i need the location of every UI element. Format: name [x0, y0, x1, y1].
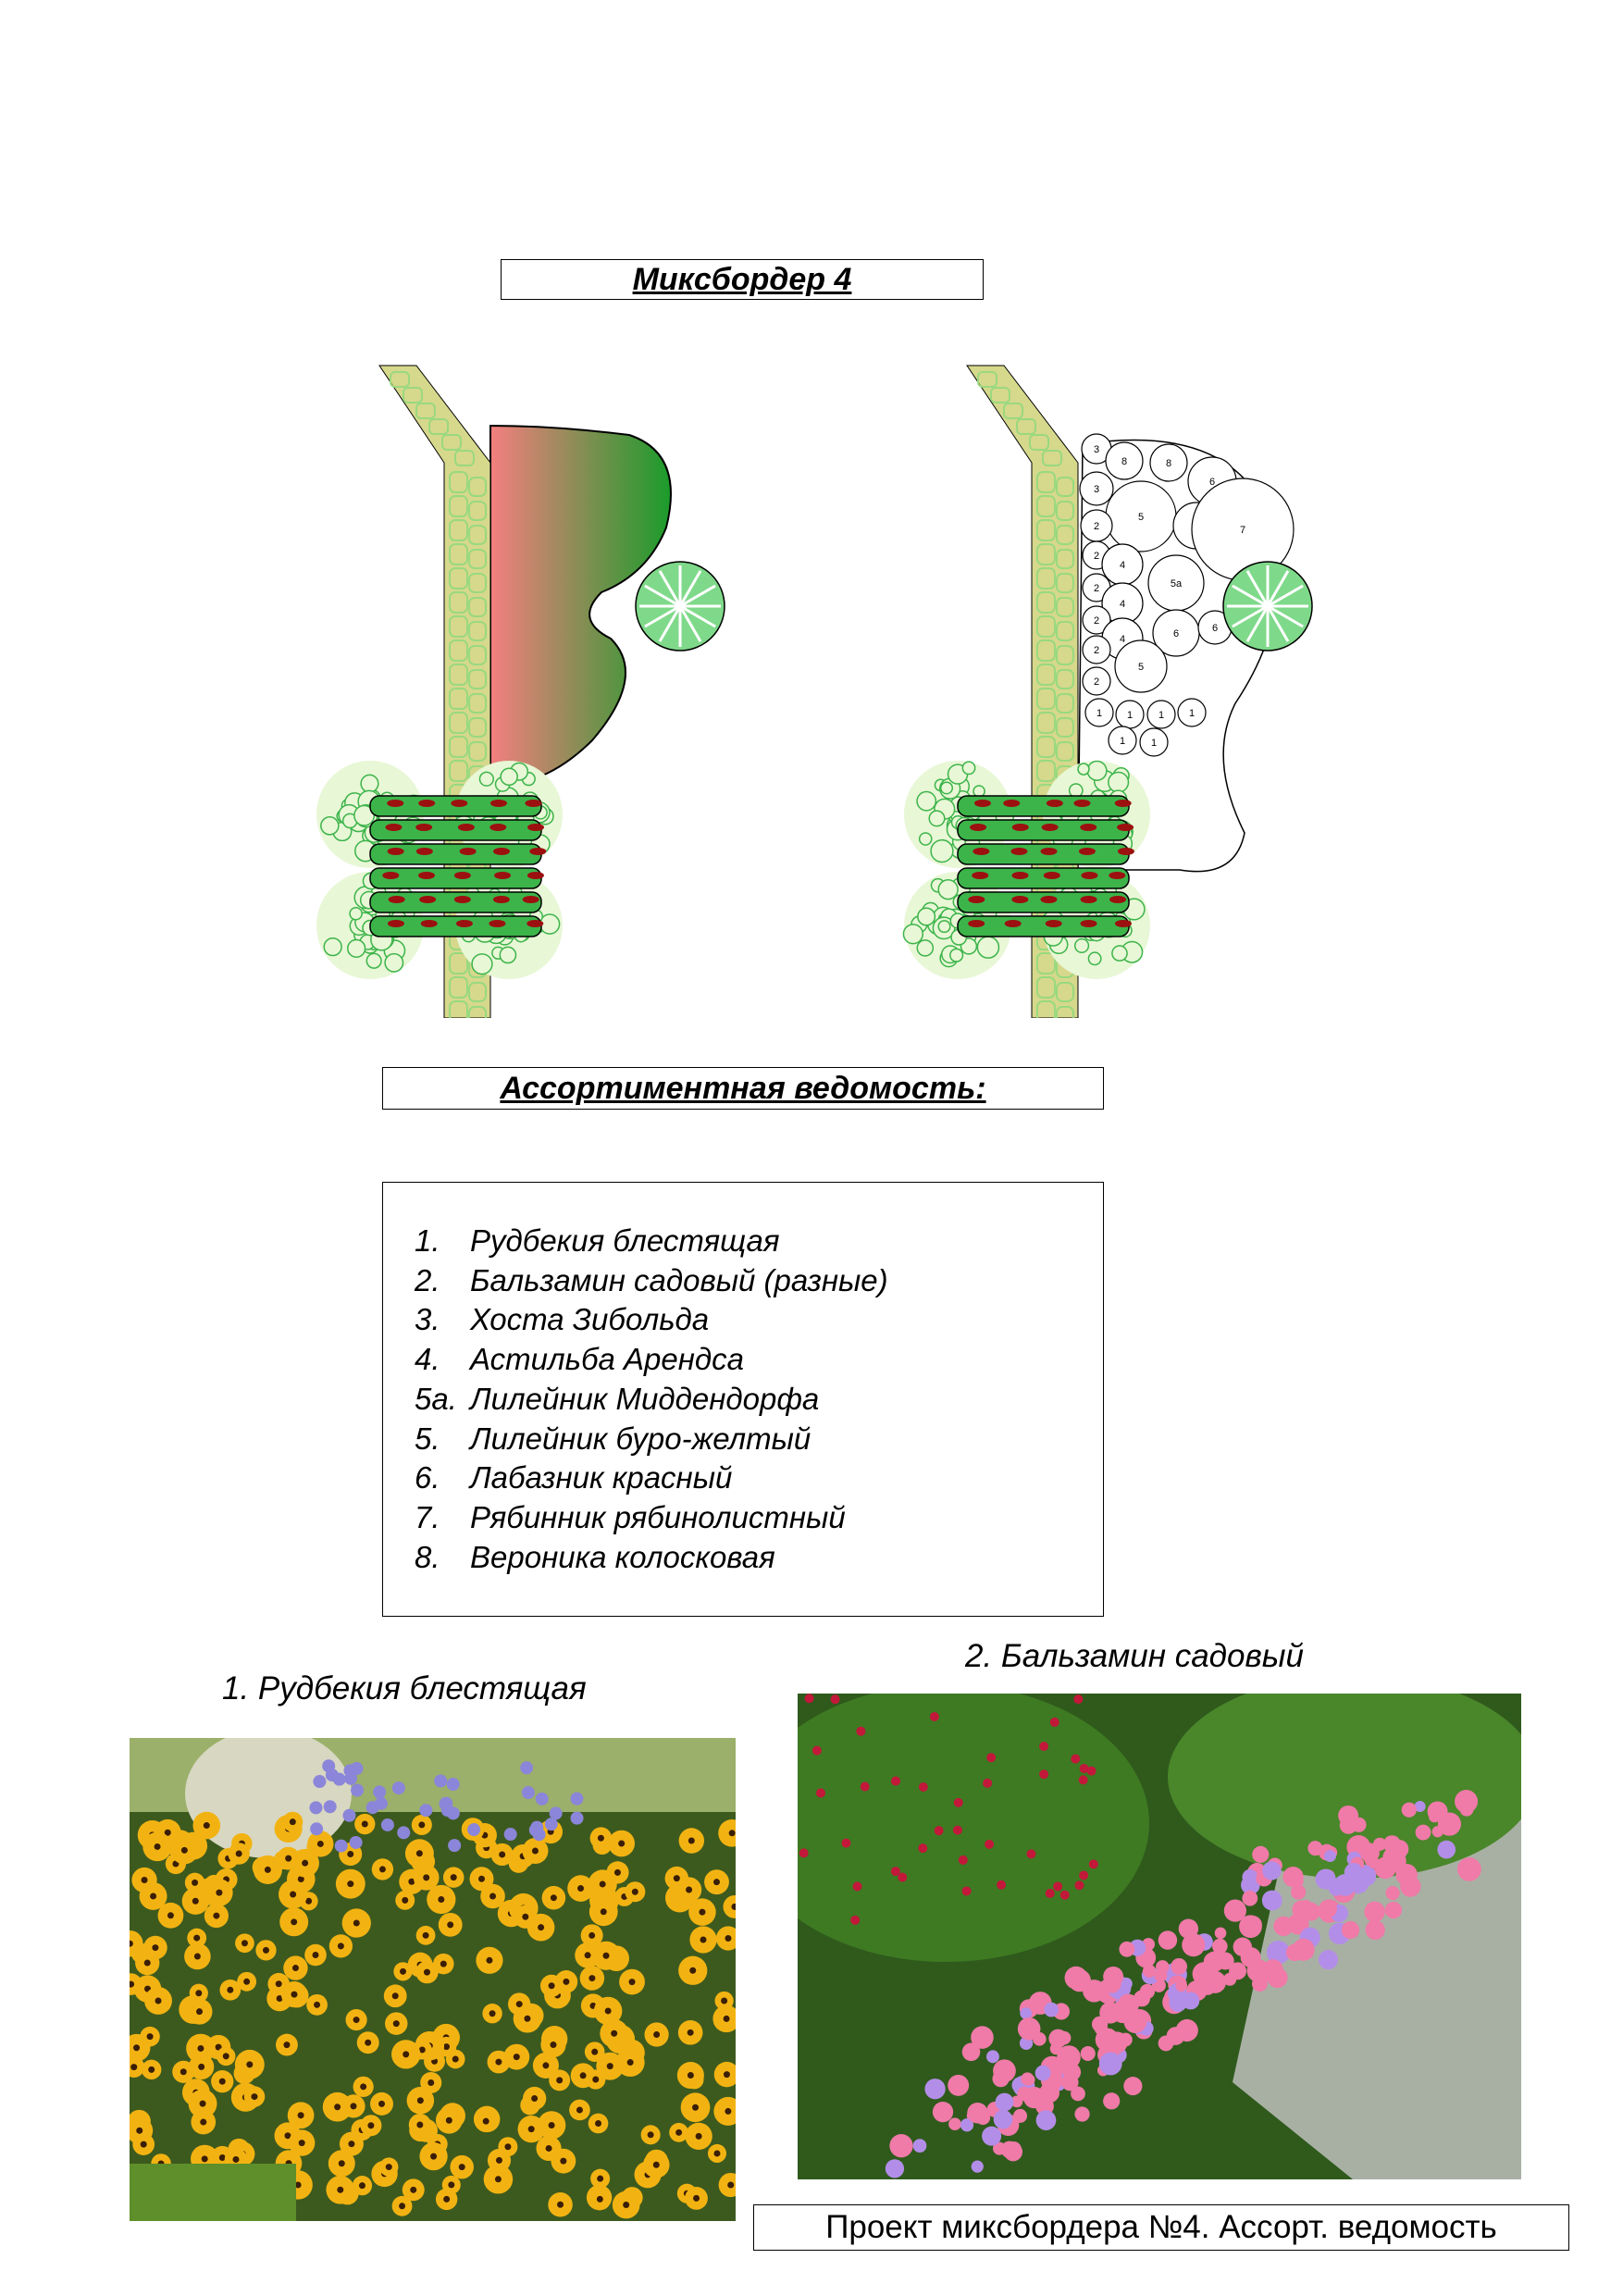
species-name: Лилейник Миддендорфа [470, 1381, 820, 1416]
tree-symbol [635, 561, 725, 652]
species-item: 4. Астильба Арендса [415, 1340, 888, 1380]
species-item: 3. Хоста Зибольда [415, 1300, 888, 1340]
species-name: Лабазник красный [470, 1460, 733, 1496]
species-name: Лилейник буро-желтый [470, 1421, 812, 1456]
plan-label: 6 [1173, 628, 1179, 639]
plan-label: 2 [1094, 551, 1099, 562]
plan-label: 3 [1094, 444, 1099, 455]
planting-scheme-numbered: 388635672245а246624252111111 [902, 365, 1313, 1018]
plan-label: 2 [1094, 645, 1099, 656]
plan-label: 1 [1151, 738, 1157, 749]
hedge-strips [369, 795, 547, 937]
species-number: 6. [415, 1460, 440, 1496]
plan-label: 8 [1121, 456, 1127, 467]
species-item: 7. Рябинник рябинолистный [415, 1498, 888, 1538]
species-item: 5. Лилейник буро-желтый [415, 1420, 888, 1459]
species-name: Астильба Арендса [470, 1342, 745, 1377]
species-number: 7. [415, 1499, 440, 1534]
species-item: 1. Рудбекия блестящая [415, 1222, 888, 1261]
photo-impatiens [798, 1694, 1521, 2179]
plan-label: 2 [1094, 615, 1099, 627]
species-number: 2. [415, 1262, 440, 1297]
species-number: 4. [415, 1342, 440, 1377]
plan-label: 6 [1209, 477, 1215, 488]
bed-gradient-area [489, 424, 672, 788]
photo-rudbeckia [130, 1738, 736, 2221]
species-number: 3. [415, 1302, 440, 1337]
tree-symbol [1222, 561, 1313, 652]
species-name: Вероника колосковая [470, 1539, 775, 1574]
species-name: Рябинник рябинолистный [470, 1499, 846, 1534]
plant-circles: 388635672245а246624252111111 [1077, 433, 1295, 873]
plan-label: 7 [1240, 525, 1245, 536]
species-item: 2. Бальзамин садовый (разные) [415, 1261, 888, 1301]
species-item: 5а. Лилейник Миддендорфа [415, 1380, 888, 1420]
planting-scheme-colored [316, 365, 725, 1018]
plan-label: 4 [1120, 599, 1125, 610]
species-list-box: 1. Рудбекия блестящая 2. Бальзамин садовый … [382, 1182, 1104, 1617]
plan-label: 1 [1158, 710, 1164, 721]
species-number: 5. [415, 1421, 440, 1456]
plan-label: 5 [1138, 512, 1144, 523]
plan-label: 2 [1094, 583, 1099, 594]
plan-label: 4 [1120, 560, 1125, 571]
hedge-strips [957, 795, 1134, 937]
species-name: Бальзамин садовый (разные) [470, 1262, 888, 1297]
plan-label: 2 [1094, 676, 1099, 688]
species-name: Рудбекия блестящая [470, 1223, 780, 1258]
plan-label: 1 [1096, 708, 1102, 719]
plan-label: 1 [1127, 710, 1133, 721]
plan-label: 2 [1094, 521, 1099, 532]
footer-caption: Проект миксбордера №4. Ассорт. ведомость [753, 2204, 1569, 2251]
photo-caption-rudbeckia: 1. Рудбекия блестящая [222, 1670, 587, 1706]
assortment-list-title: Ассортиментная ведомость: [382, 1067, 1104, 1110]
species-name: Хоста Зибольда [470, 1302, 710, 1337]
plan-label: 4 [1120, 634, 1125, 645]
species-item: 8. Вероника колосковая [415, 1538, 888, 1578]
plan-label: 1 [1189, 708, 1195, 719]
species-item: 6. Лабазник красный [415, 1458, 888, 1498]
species-list: 1. Рудбекия блестящая 2. Бальзамин садовый … [415, 1222, 888, 1577]
plan-label: 5а [1171, 578, 1183, 590]
plan-label: 6 [1212, 623, 1218, 634]
species-number: 1. [415, 1223, 440, 1258]
species-number: 8. [415, 1539, 440, 1574]
species-number: 5а. [415, 1381, 457, 1416]
plan-label: 3 [1094, 484, 1099, 495]
plan-label: 5 [1138, 662, 1144, 673]
plan-label: 1 [1120, 736, 1125, 747]
photo-caption-impatiens: 2. Бальзамин садовый [965, 1638, 1304, 1674]
page-title: Миксбордер 4 [501, 259, 984, 300]
plan-label: 8 [1166, 458, 1171, 469]
